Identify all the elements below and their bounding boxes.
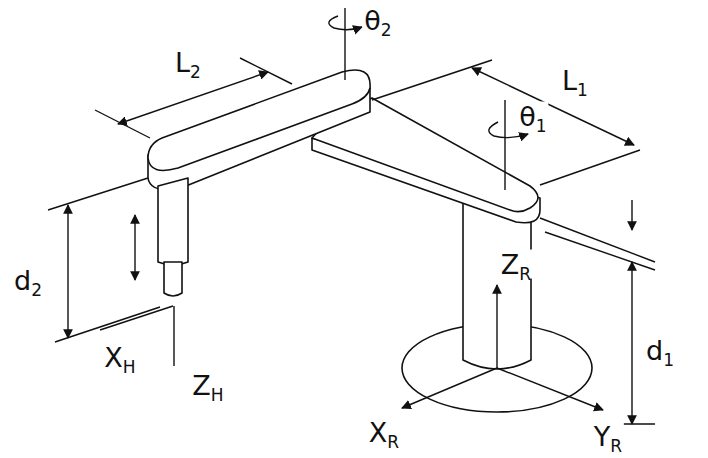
- extension-line: [48, 178, 148, 210]
- symbol: L: [175, 47, 190, 78]
- axis-label: ZR: [499, 250, 533, 279]
- subscript: R: [387, 432, 399, 452]
- extension-line: [540, 218, 655, 262]
- subscript: R: [519, 264, 531, 284]
- dimension-line: [631, 200, 632, 230]
- extension-line: [545, 232, 655, 270]
- extension-line: [55, 307, 160, 342]
- dimension-line: [67, 205, 68, 338]
- joint-1-axis: [504, 100, 505, 190]
- extension-line: [240, 58, 292, 84]
- joint-2-axis: [344, 8, 345, 80]
- length-label: L2: [173, 48, 203, 77]
- subscript: 2: [381, 20, 392, 40]
- symbol: L: [562, 65, 577, 96]
- offset-label: d1: [644, 336, 676, 365]
- y-axis-robot: [497, 368, 603, 410]
- column: [463, 200, 531, 369]
- symbol: Z: [192, 370, 211, 401]
- symbol: Z: [501, 249, 520, 280]
- subscript: 1: [663, 350, 674, 370]
- symbol: θ: [519, 101, 536, 132]
- extension-line: [372, 60, 492, 100]
- symbol: Y: [594, 421, 611, 452]
- arm-2: [148, 70, 370, 170]
- joint-angle-label: θ2: [362, 6, 393, 35]
- symbol: d: [646, 335, 663, 366]
- subscript: 2: [190, 62, 201, 82]
- x-axis-robot: [402, 368, 497, 408]
- subscript: H: [211, 385, 224, 405]
- rotation-arrow-2: [329, 16, 362, 30]
- z-axis-robot: [496, 285, 497, 368]
- subscript: 2: [31, 280, 42, 300]
- axis-label: YR: [592, 422, 624, 451]
- subscript: 1: [536, 116, 547, 136]
- axis-label: XR: [367, 418, 401, 447]
- length-label: L1: [560, 66, 590, 95]
- z-axis-hand: [173, 306, 174, 366]
- subscript: H: [123, 357, 136, 377]
- symbol: X: [104, 342, 123, 373]
- axis-label: ZH: [190, 371, 225, 400]
- subscript: 1: [577, 80, 588, 100]
- subscript: R: [610, 436, 622, 456]
- extension-line: [95, 110, 150, 138]
- joint-angle-label: θ1: [517, 102, 548, 131]
- axis-label: XH: [102, 343, 137, 372]
- offset-label: d2: [12, 266, 44, 295]
- dimension-line: [472, 68, 634, 145]
- symbol: θ: [364, 5, 381, 36]
- symbol: d: [14, 265, 31, 296]
- dimension-line: [631, 262, 632, 424]
- symbol: X: [369, 417, 388, 448]
- extension-line: [540, 150, 640, 185]
- stroke-arrow: [134, 215, 135, 280]
- hand-shaft: [158, 178, 188, 265]
- hand-rod: [164, 262, 182, 296]
- x-axis-hand: [100, 306, 173, 330]
